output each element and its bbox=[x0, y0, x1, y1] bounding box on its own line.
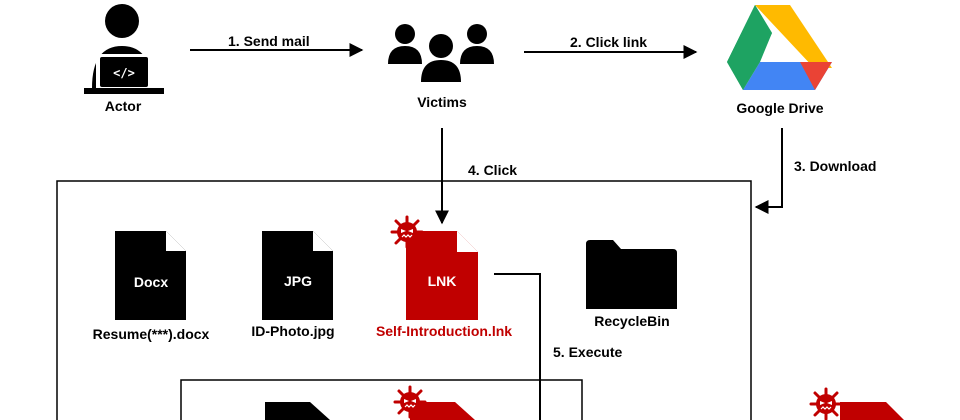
file-lnk-type: LNK bbox=[428, 273, 457, 289]
document-icon bbox=[265, 402, 330, 420]
user-group-icon bbox=[388, 24, 494, 82]
inner-file-partial bbox=[265, 402, 330, 420]
file-lnk: LNK Self-Introduction.lnk bbox=[376, 215, 512, 339]
actor-node: </> Actor bbox=[84, 4, 164, 114]
hacker-laptop-icon: </> bbox=[84, 4, 164, 94]
step-click-link-label: 2. Click link bbox=[570, 34, 647, 50]
google-drive-node: Google Drive bbox=[727, 5, 832, 116]
file-id-photo: JPG ID-Photo.jpg bbox=[251, 231, 335, 339]
document-icon bbox=[262, 231, 333, 320]
file-resume-type: Docx bbox=[134, 274, 168, 290]
virus-icon bbox=[393, 385, 427, 419]
download-arrow bbox=[754, 128, 783, 214]
recycle-bin-label: RecycleBin bbox=[594, 313, 669, 329]
inner-malicious-file-partial bbox=[393, 385, 475, 420]
document-icon bbox=[840, 402, 904, 420]
step-execute-label: 5. Execute bbox=[553, 344, 622, 360]
virus-icon bbox=[809, 387, 843, 420]
document-icon bbox=[406, 231, 478, 320]
google-drive-icon bbox=[727, 5, 832, 90]
download-folder-box bbox=[56, 180, 752, 420]
execute-line bbox=[494, 273, 541, 420]
file-id-photo-name: ID-Photo.jpg bbox=[251, 323, 334, 339]
folder-icon bbox=[586, 240, 677, 309]
right-malicious-partial bbox=[809, 387, 904, 420]
file-id-photo-type: JPG bbox=[284, 273, 312, 289]
document-icon bbox=[115, 231, 186, 320]
file-lnk-name: Self-Introduction.lnk bbox=[376, 323, 512, 339]
svg-text:</>: </> bbox=[113, 66, 135, 80]
inner-folder-box bbox=[180, 379, 583, 420]
document-icon bbox=[410, 402, 475, 420]
google-drive-label: Google Drive bbox=[736, 100, 823, 116]
recycle-bin: RecycleBin bbox=[586, 240, 677, 329]
step-click-label: 4. Click bbox=[468, 162, 517, 178]
virus-icon bbox=[390, 215, 424, 249]
step-send-mail-label: 1. Send mail bbox=[228, 33, 310, 49]
victims-label: Victims bbox=[417, 94, 467, 110]
file-resume: Docx Resume(***).docx bbox=[93, 231, 210, 342]
step-download-label: 3. Download bbox=[794, 158, 876, 174]
victims-node: Victims bbox=[388, 24, 494, 110]
file-resume-name: Resume(***).docx bbox=[93, 326, 210, 342]
actor-label: Actor bbox=[105, 98, 142, 114]
